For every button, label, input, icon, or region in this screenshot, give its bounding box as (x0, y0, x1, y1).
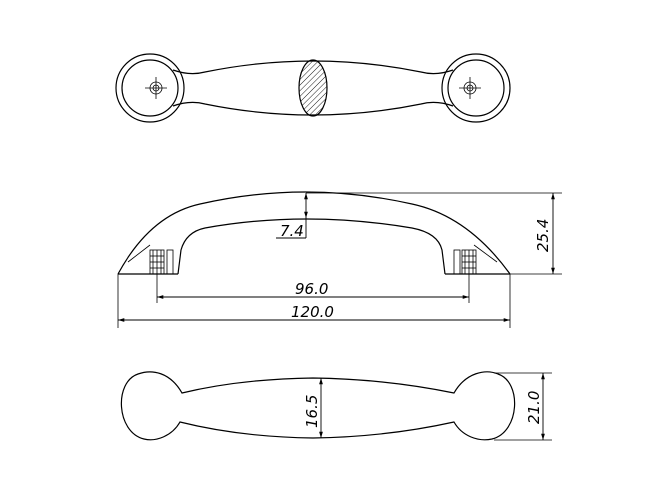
left-base-inner (121, 59, 179, 117)
right-base-inner (447, 59, 505, 117)
bottom-outline (120, 371, 516, 441)
dimension-inner-height-label: 7.4 (280, 222, 304, 240)
right-screw-post (453, 249, 477, 275)
top-view (115, 53, 511, 123)
right-base-outer (441, 53, 511, 123)
front-view: 7.4 25.4 96.0 120.0 (117, 191, 562, 328)
dimension-96-0: 96.0 (156, 274, 470, 303)
right-screw-hole (459, 77, 481, 99)
dimension-overall-length-label: 120.0 (291, 303, 334, 321)
bottom-view: 16.5 21.0 (120, 371, 552, 441)
left-screw-post (149, 249, 174, 275)
dimension-21-0: 21.0 (494, 372, 552, 441)
dimension-16-5: 16.5 (303, 378, 323, 438)
dimension-7-4: 7.4 (276, 193, 308, 240)
dimension-overall-height-label: 25.4 (534, 219, 552, 252)
dimension-120-0: 120.0 (117, 274, 511, 328)
cross-section-hatched (298, 59, 328, 117)
left-base-outer (115, 53, 185, 123)
dimension-grip-width-label: 16.5 (303, 395, 321, 428)
inner-arc (177, 218, 446, 275)
dimension-hole-spacing-label: 96.0 (295, 280, 328, 298)
left-screw-hole (145, 77, 167, 99)
outer-arc (117, 191, 511, 275)
dimension-25-4: 25.4 (306, 192, 562, 275)
dimension-end-width-label: 21.0 (525, 391, 543, 424)
